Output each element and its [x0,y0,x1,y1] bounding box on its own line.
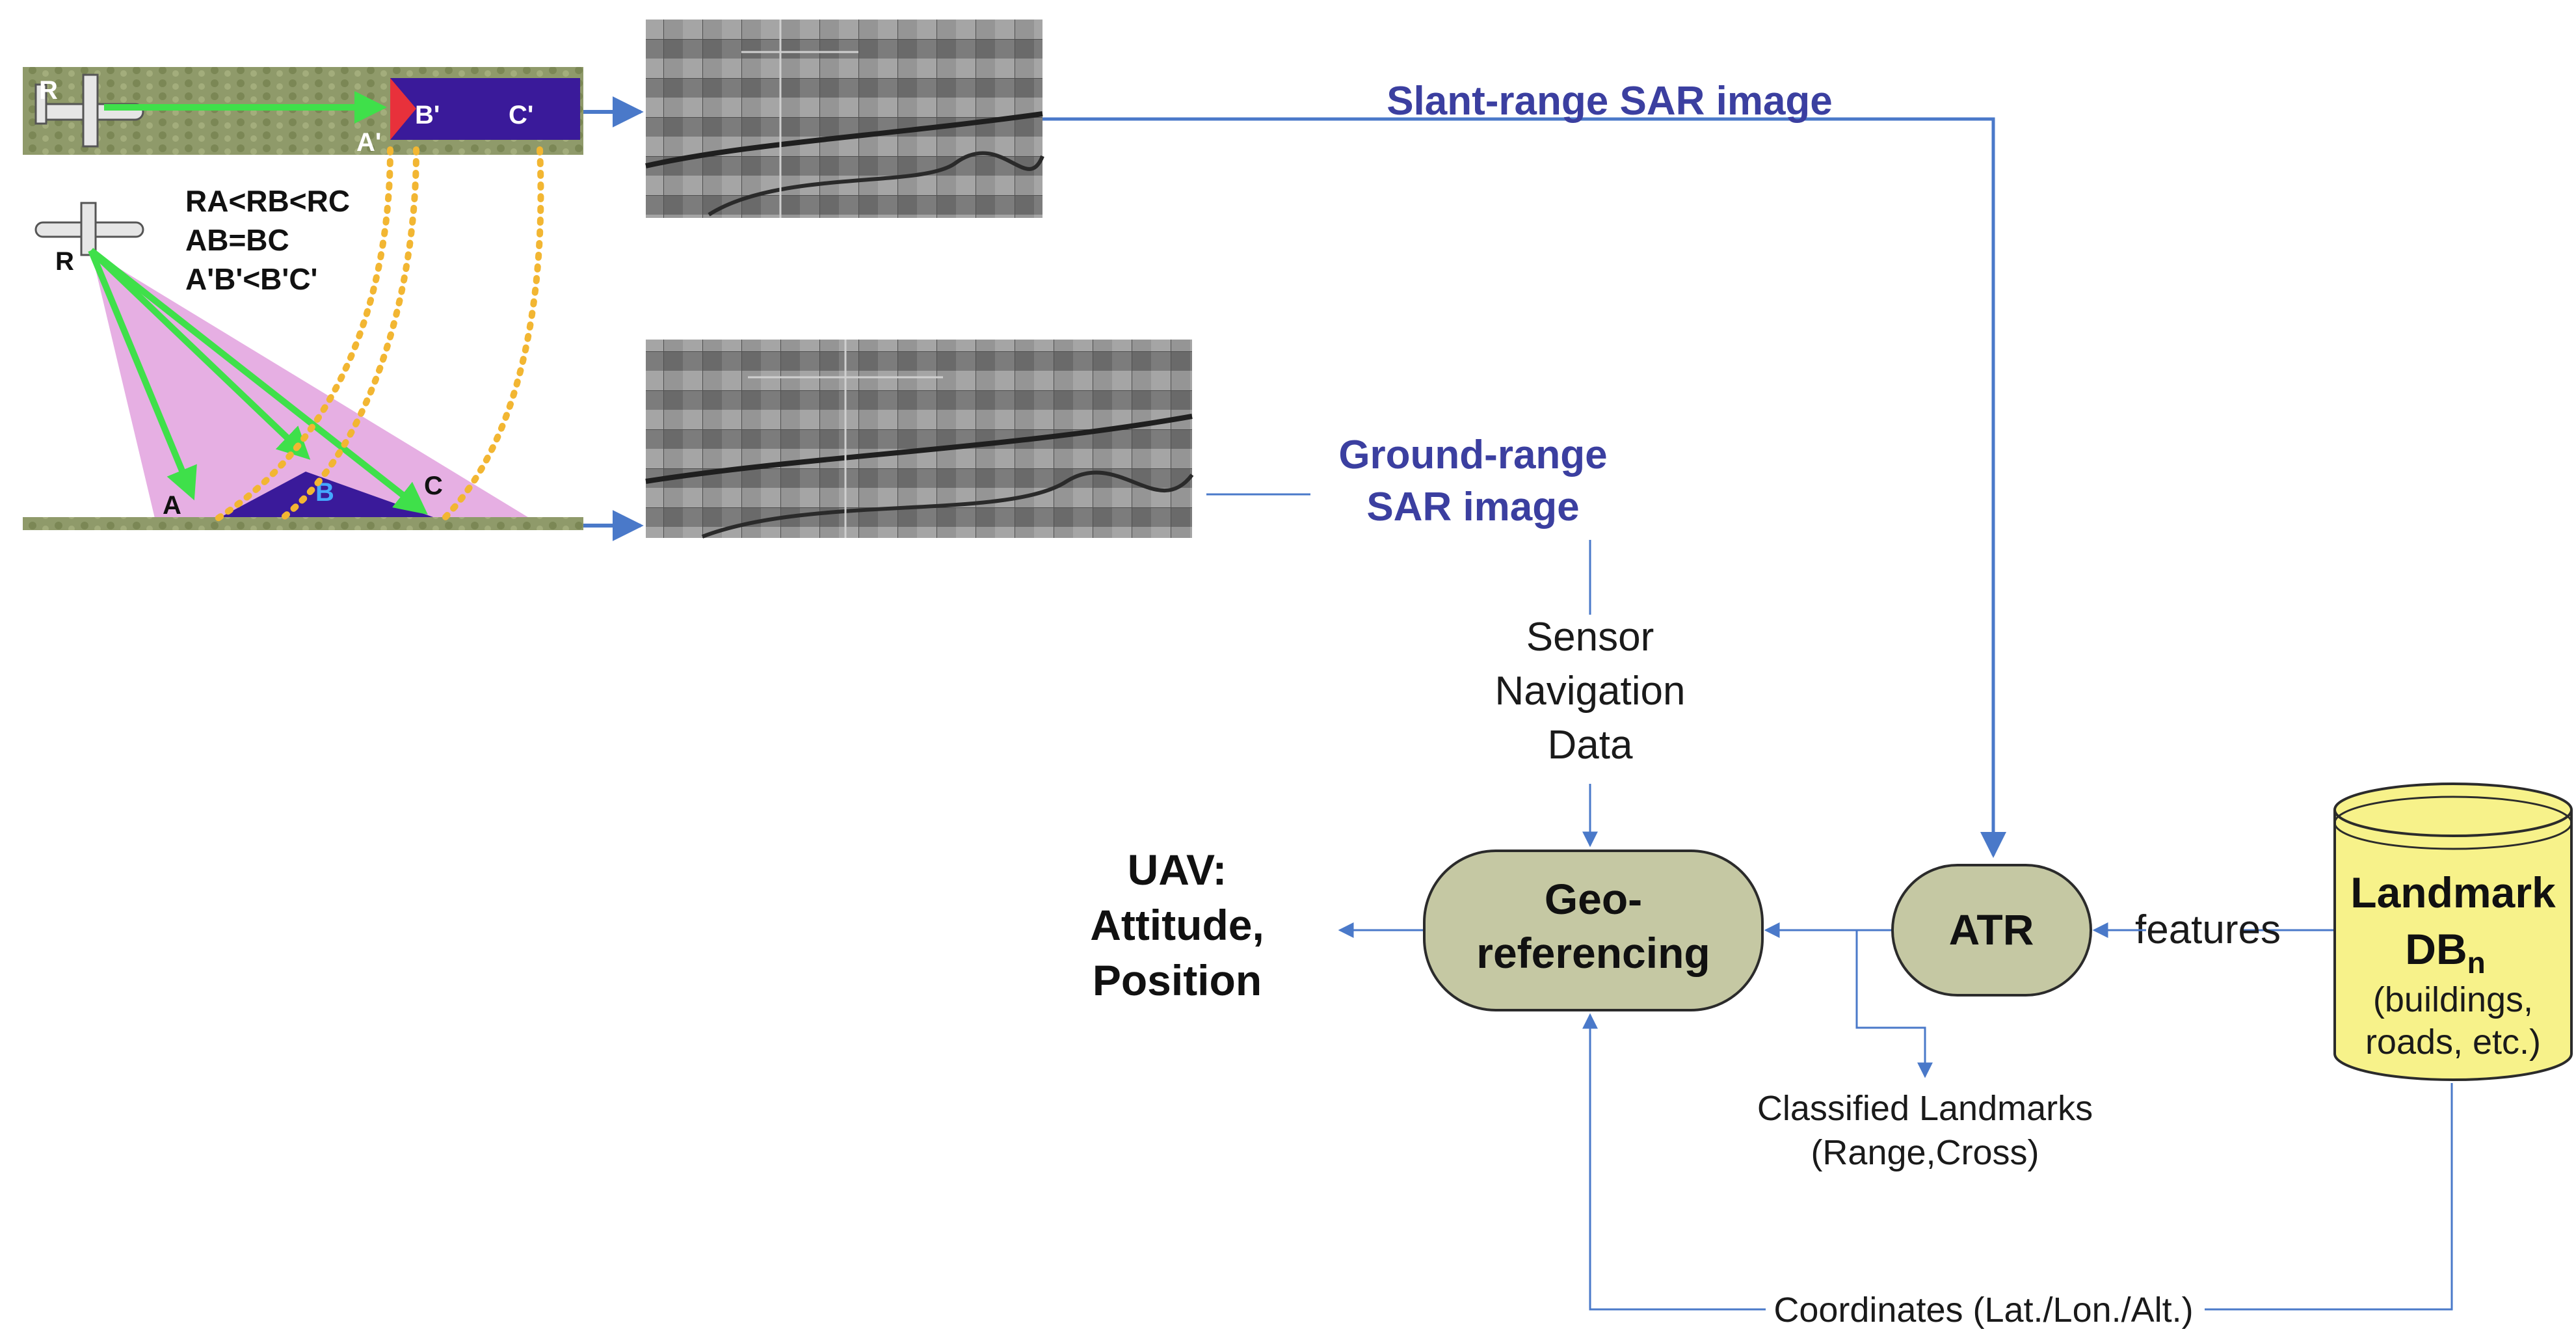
georef-label-2: referencing [1476,929,1710,977]
db-label: DB [2405,925,2467,973]
flow-slant-to-atr [1042,117,2006,858]
label-c-prime: C' [509,101,533,129]
atr-label: ATR [1949,905,2034,954]
label-uav: UAV: [1128,846,1227,894]
label-r-top: R [39,76,58,105]
label-c: C [424,472,443,500]
ray-to-a [88,249,197,501]
db-desc-1: (buildings, [2373,980,2533,1019]
label-data: Data [1548,723,1633,768]
label-navigation: Navigation [1495,669,1686,714]
label-classified: Classified Landmarks [1757,1089,2093,1128]
label-ground-range-1: Ground-range [1338,433,1607,477]
slant-segment [390,78,580,140]
ray-to-b [88,248,311,460]
equation-2: AB=BC [185,223,289,257]
equation-1: RA<RB<RC [185,184,350,218]
landmark-db-node: Landmark DBn (buildings, roads, etc.) [2333,783,2573,1081]
label-range-cross: (Range,Cross) [1811,1133,2039,1172]
ground-range-sar-image [645,340,1194,539]
label-a-prime: A' [356,128,381,157]
branch-classified [1855,930,1933,1078]
db-name: DBn [2405,925,2485,980]
label-attitude: Attitude, [1090,901,1264,949]
georef-label-1: Geo- [1545,875,1642,923]
coordinates-loop-left [1582,1013,1766,1311]
equation-3: A'B'<B'C' [185,262,318,296]
coordinates-loop-right [2205,1083,2453,1311]
ground-strip [23,517,583,530]
label-r: R [55,247,74,276]
sar-geometry-illustration: R B' C' A' R A B C RA< [23,67,583,530]
label-ground-range-2: SAR image [1366,485,1579,529]
atr-node: ATR [1891,864,2092,997]
airplane-lower-icon [34,202,144,256]
label-a: A [163,491,181,520]
slant-range-sar-image [645,20,1044,218]
label-coordinates: Coordinates (Lat./Lon./Alt.) [1773,1291,2193,1330]
label-slant-range: Slant-range SAR image [1387,79,1833,124]
label-b-prime: B' [415,101,440,129]
ray-to-c [88,248,428,515]
db-desc-2: roads, etc.) [2365,1023,2541,1062]
label-features: features [2135,907,2281,952]
label-position: Position [1093,956,1262,1004]
ground-segment [215,472,442,520]
georeferencing-node: Geo- referencing [1423,850,1764,1011]
label-sensor: Sensor [1526,615,1654,660]
db-subscript: n [2467,946,2486,980]
slant-red-triangle [390,78,416,140]
projection-curves [211,146,544,524]
radar-beam [91,250,533,524]
db-title: Landmark [2350,868,2556,917]
